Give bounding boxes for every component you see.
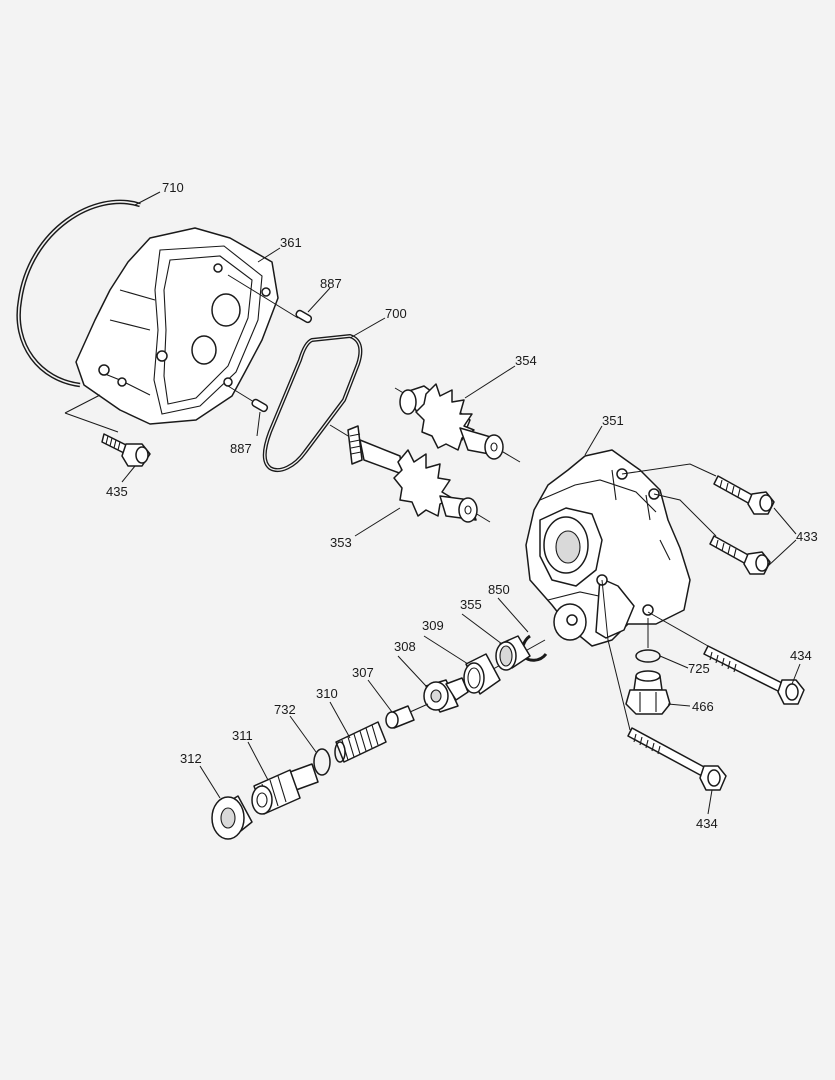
sleeve-309 [463, 653, 501, 695]
callout-labels: 710 361 887 700 354 887 351 435 353 433 … [106, 180, 818, 831]
label-435: 435 [106, 484, 128, 499]
label-466: 466 [692, 699, 714, 714]
label-732: 732 [274, 702, 296, 717]
valve-stem-307 [385, 703, 429, 729]
plug-466 [625, 670, 671, 715]
o-ring-710 [16, 199, 141, 388]
o-ring-732 [313, 748, 331, 776]
adjuster-311 [251, 763, 319, 815]
cap-screw-433-upper [713, 475, 775, 515]
coil-spring-310 [334, 721, 387, 763]
label-310: 310 [316, 686, 338, 701]
pump-body-351 [525, 449, 691, 647]
valve-piston-308 [423, 677, 469, 713]
drive-gear-353 [329, 424, 491, 523]
label-361: 361 [280, 235, 302, 250]
cap-screws-433 [621, 463, 797, 575]
long-bolt-434-upper [647, 611, 805, 705]
pump-cover-361 [75, 227, 279, 425]
cap-screw-435 [64, 394, 151, 467]
dowel-pin-887-upper [227, 274, 313, 324]
label-353: 353 [330, 535, 352, 550]
cap-screw-433-lower [709, 535, 771, 575]
leader-lines [121, 191, 801, 815]
label-307: 307 [352, 665, 374, 680]
label-308: 308 [394, 639, 416, 654]
cap-nut-312 [211, 795, 253, 840]
label-351: 351 [602, 413, 624, 428]
label-700: 700 [385, 306, 407, 321]
idler-gear-354 [394, 383, 521, 463]
label-433: 433 [796, 529, 818, 544]
label-887-upper: 887 [320, 276, 342, 291]
filter-screen-355 [495, 635, 531, 671]
gasket-700 [262, 334, 363, 472]
label-354: 354 [515, 353, 537, 368]
long-bolt-434-lower [601, 579, 727, 791]
label-355: 355 [460, 597, 482, 612]
label-710: 710 [162, 180, 184, 195]
dowel-pin-887-lower [227, 385, 269, 413]
label-434-upper: 434 [790, 648, 812, 663]
label-725: 725 [688, 661, 710, 676]
label-434-lower: 434 [696, 816, 718, 831]
label-887-lower: 887 [230, 441, 252, 456]
label-312: 312 [180, 751, 202, 766]
label-850: 850 [488, 582, 510, 597]
label-311: 311 [232, 728, 253, 743]
label-309: 309 [422, 618, 444, 633]
